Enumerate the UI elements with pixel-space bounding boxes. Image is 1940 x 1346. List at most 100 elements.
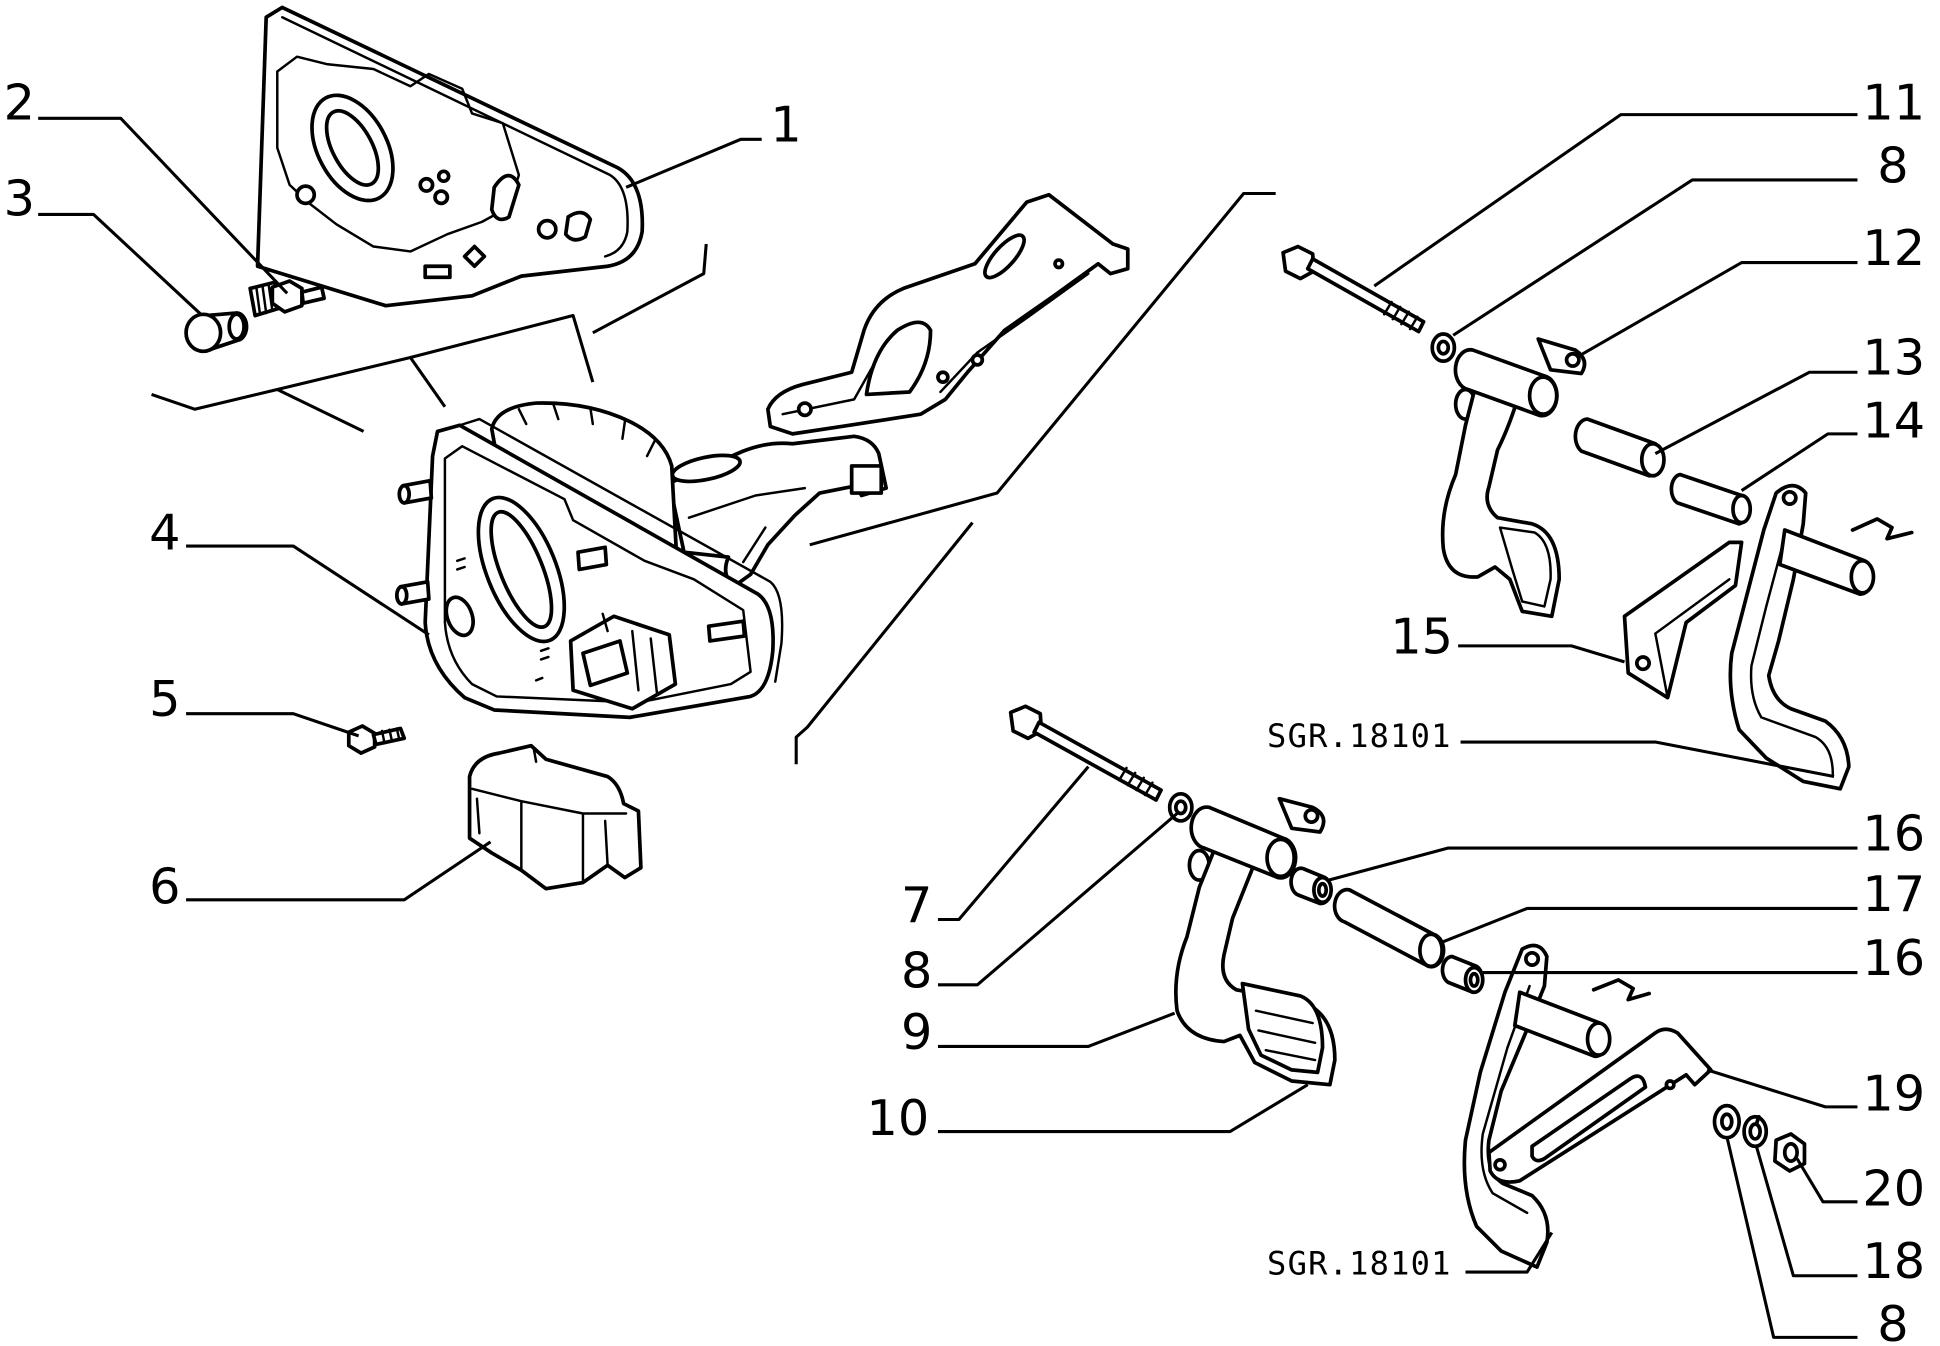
pedal-arm-edge bbox=[1480, 984, 1531, 1215]
plate-hole bbox=[436, 169, 451, 184]
bolt-shaft bbox=[1032, 720, 1163, 802]
bracket-slot bbox=[1530, 1074, 1648, 1163]
spindle-tip bbox=[300, 285, 326, 306]
leader-8-lower-washer bbox=[937, 812, 1179, 987]
part-5-screw bbox=[346, 724, 407, 755]
plate-hole bbox=[433, 189, 450, 206]
housing-stud-end bbox=[394, 584, 409, 606]
arm-square-boss bbox=[849, 464, 884, 495]
explosion-line bbox=[151, 387, 365, 433]
callout-18: 18 bbox=[1862, 1232, 1925, 1290]
housing-stud-end bbox=[397, 483, 412, 505]
part-8-washer bbox=[1430, 332, 1457, 364]
part-20-nut bbox=[1773, 1132, 1807, 1173]
leader-2 bbox=[38, 116, 289, 295]
part-6-cover bbox=[467, 743, 643, 891]
leader-8-upper-washer bbox=[1452, 178, 1858, 337]
leader-sgr-bottom bbox=[1465, 1231, 1554, 1274]
leader-9 bbox=[937, 1011, 1176, 1049]
callout-8-lower-washer: 8 bbox=[901, 941, 932, 999]
lock-washer-split bbox=[1754, 1114, 1761, 1126]
plate-hole bbox=[295, 184, 317, 206]
housing-plate bbox=[423, 423, 775, 720]
pivot-tube-end bbox=[1585, 1021, 1612, 1057]
switch-detail bbox=[581, 639, 630, 688]
cap-head bbox=[184, 312, 223, 354]
plate-edge bbox=[280, 16, 629, 258]
upper-bracket bbox=[766, 192, 1130, 436]
bolt-threads bbox=[1382, 300, 1419, 331]
plate-hole bbox=[418, 176, 435, 193]
part-2-spindle bbox=[248, 279, 326, 318]
callout-9: 9 bbox=[901, 1003, 932, 1061]
callout-labels: 1 2 3 4 5 6 7 8 9 10 11 8 12 13 14 15 SG… bbox=[4, 74, 1925, 1346]
part-1-mounting-plate bbox=[255, 5, 645, 308]
bracket-hole bbox=[1664, 1079, 1676, 1091]
bracket-plate bbox=[1622, 540, 1744, 700]
callout-1: 1 bbox=[770, 96, 801, 154]
leader-12 bbox=[1575, 261, 1858, 359]
leader-16-upper bbox=[1328, 846, 1858, 882]
callout-3: 3 bbox=[4, 170, 35, 228]
screw-hex-head bbox=[346, 724, 377, 755]
explosion-line bbox=[276, 355, 447, 408]
plate-diamond-hole bbox=[462, 244, 487, 269]
leader-13 bbox=[1654, 370, 1858, 455]
bracket-fold bbox=[1654, 578, 1731, 699]
callout-4: 4 bbox=[149, 504, 180, 562]
part-14-bushing bbox=[1669, 472, 1753, 526]
part-10-pedal-pad bbox=[1240, 981, 1325, 1075]
part-18-lock-washer bbox=[1742, 1114, 1769, 1149]
cap-end bbox=[227, 312, 246, 341]
leader-7 bbox=[937, 765, 1090, 922]
upper-bracket-hole bbox=[970, 353, 985, 367]
pedal-arm bbox=[1440, 380, 1562, 619]
part-4-pedal-housing bbox=[394, 192, 1130, 720]
housing-slot-inner bbox=[489, 509, 554, 629]
explosion-line bbox=[592, 243, 708, 335]
housing-plate-edge bbox=[458, 417, 784, 683]
plate-outline bbox=[255, 5, 645, 308]
upper-bracket-hole bbox=[796, 401, 813, 418]
leader-sgr-top bbox=[1460, 740, 1835, 779]
bushing-hole bbox=[1316, 881, 1329, 898]
nut-hole bbox=[1782, 1142, 1799, 1163]
pedal-pad bbox=[1498, 526, 1552, 608]
leader-5 bbox=[186, 712, 360, 738]
pedal-arm-edge bbox=[1749, 531, 1835, 776]
explosion-line bbox=[410, 314, 595, 383]
pedal-ear-hole bbox=[1564, 351, 1581, 368]
callout-14: 14 bbox=[1862, 392, 1925, 450]
part-16-bushing-upper bbox=[1289, 866, 1334, 906]
part-17-tube bbox=[1332, 887, 1446, 969]
pad-outline bbox=[1240, 981, 1325, 1075]
housing-stud bbox=[576, 545, 609, 572]
bolt-shaft bbox=[1305, 256, 1426, 334]
callout-11: 11 bbox=[1862, 74, 1925, 132]
housing-inner-outline bbox=[443, 444, 752, 704]
upper-bracket-slot bbox=[983, 233, 1026, 280]
part-16-bushing-lower bbox=[1440, 954, 1485, 995]
spring-clip bbox=[1850, 517, 1914, 541]
reference-sgr-bottom: SGR.18101 bbox=[1267, 1245, 1452, 1283]
switch-lines bbox=[601, 612, 659, 694]
explosion-lines bbox=[151, 191, 1276, 765]
washer-hole bbox=[1720, 1112, 1734, 1131]
plate-hook-hole bbox=[563, 210, 593, 242]
screw-threads bbox=[380, 727, 401, 745]
callout-6: 6 bbox=[149, 857, 180, 915]
bracket-hole bbox=[1493, 1158, 1507, 1172]
leader-15 bbox=[1458, 644, 1625, 664]
part-8-washer bbox=[1712, 1103, 1741, 1140]
reference-sgr-top: SGR.18101 bbox=[1267, 717, 1452, 755]
washer-hole bbox=[1436, 339, 1451, 356]
explosion-line bbox=[794, 521, 974, 765]
upper-bracket-opening bbox=[864, 320, 933, 397]
callout-10: 10 bbox=[866, 1089, 929, 1147]
part-12-pedal bbox=[1440, 337, 1587, 619]
housing-drum bbox=[489, 401, 679, 559]
callout-2: 2 bbox=[4, 74, 35, 132]
plate-slot bbox=[489, 173, 521, 222]
cover-outline bbox=[467, 743, 643, 891]
